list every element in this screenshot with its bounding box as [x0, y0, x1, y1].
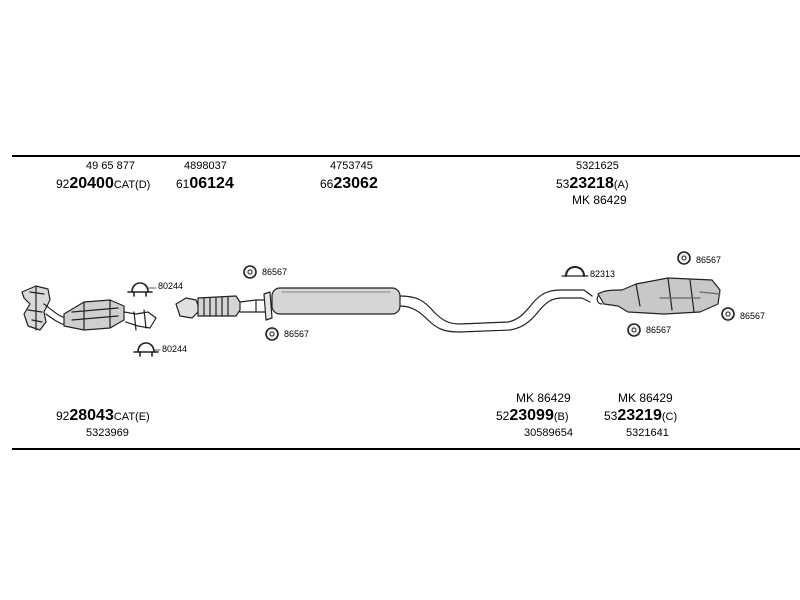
mounting-kit-c: MK 86429 [618, 391, 673, 405]
part-number-rear-silencer-a: 5323218(A) [556, 176, 629, 192]
part-main: 23099 [509, 407, 554, 424]
part-prefix: 66 [320, 177, 334, 191]
label-82313: 82313 [590, 269, 616, 279]
part-prefix: 61 [176, 177, 190, 191]
part-prefix: 53 [556, 177, 570, 191]
label-80244-upper: 80244 [158, 281, 184, 291]
ref-number-cat-d: 49 65 877 [86, 160, 135, 172]
part-main: 23062 [333, 175, 378, 192]
part-suffix: (B) [553, 411, 569, 423]
mounting-kit-b: MK 86429 [516, 391, 571, 405]
part-suffix: (A) [613, 179, 629, 191]
part-number-rear-silencer-b: 5223099(B) [496, 408, 569, 424]
part-prefix: 52 [496, 409, 510, 423]
part-number-cat-e: 9228043CAT(E) [56, 408, 150, 424]
part-main: 06124 [189, 175, 234, 192]
middle-silencer [255, 287, 593, 333]
clamp-80244-lower-icon [133, 342, 159, 357]
label-86567-rear-lower: 86567 [646, 325, 672, 335]
part-prefix: 53 [604, 409, 618, 423]
top-divider-line [12, 155, 800, 157]
part-number-front-pipe: 6106124 [176, 176, 234, 192]
part-number-rear-silencer-c: 5323219(C) [604, 408, 677, 424]
rear-silencer [596, 277, 721, 315]
clamp-82313 [561, 266, 589, 277]
part-prefix: 92 [56, 409, 70, 423]
ref-number-rear-silencer-b: 30589654 [524, 427, 573, 439]
label-86567-rear-right: 86567 [740, 311, 766, 321]
part-main: 23219 [617, 407, 662, 424]
label-86567-front-upper: 86567 [262, 267, 288, 277]
part-main: 28043 [69, 407, 114, 424]
part-prefix: 92 [56, 177, 70, 191]
ref-number-cat-e: 5323969 [86, 427, 129, 439]
part-suffix: (C) [661, 411, 678, 423]
label-80244-lower: 80244 [162, 344, 188, 354]
ref-number-rear-silencer-c: 5321641 [626, 427, 669, 439]
part-main: 23218 [569, 175, 614, 192]
part-number-cat-d: 9220400CAT(D) [56, 176, 150, 192]
catalytic-converter [43, 299, 157, 331]
ref-number-middle-silencer: 4753745 [330, 160, 373, 172]
front-flex-pipe [175, 295, 257, 319]
label-86567-rear-upper: 86567 [696, 255, 722, 265]
part-suffix: CAT(D) [113, 179, 151, 191]
part-main: 20400 [69, 175, 114, 192]
part-suffix: CAT(E) [113, 411, 150, 423]
ref-number-rear-silencer-a: 5321625 [576, 160, 619, 172]
bottom-divider-line [12, 448, 800, 450]
mounting-kit-a: MK 86429 [572, 193, 627, 207]
clamp-80244-upper-icon [127, 282, 153, 297]
part-number-middle-silencer: 6623062 [320, 176, 378, 192]
ref-number-front-pipe: 4898037 [184, 160, 227, 172]
exhaust-manifold [21, 285, 51, 331]
label-86567-front-lower: 86567 [284, 329, 310, 339]
